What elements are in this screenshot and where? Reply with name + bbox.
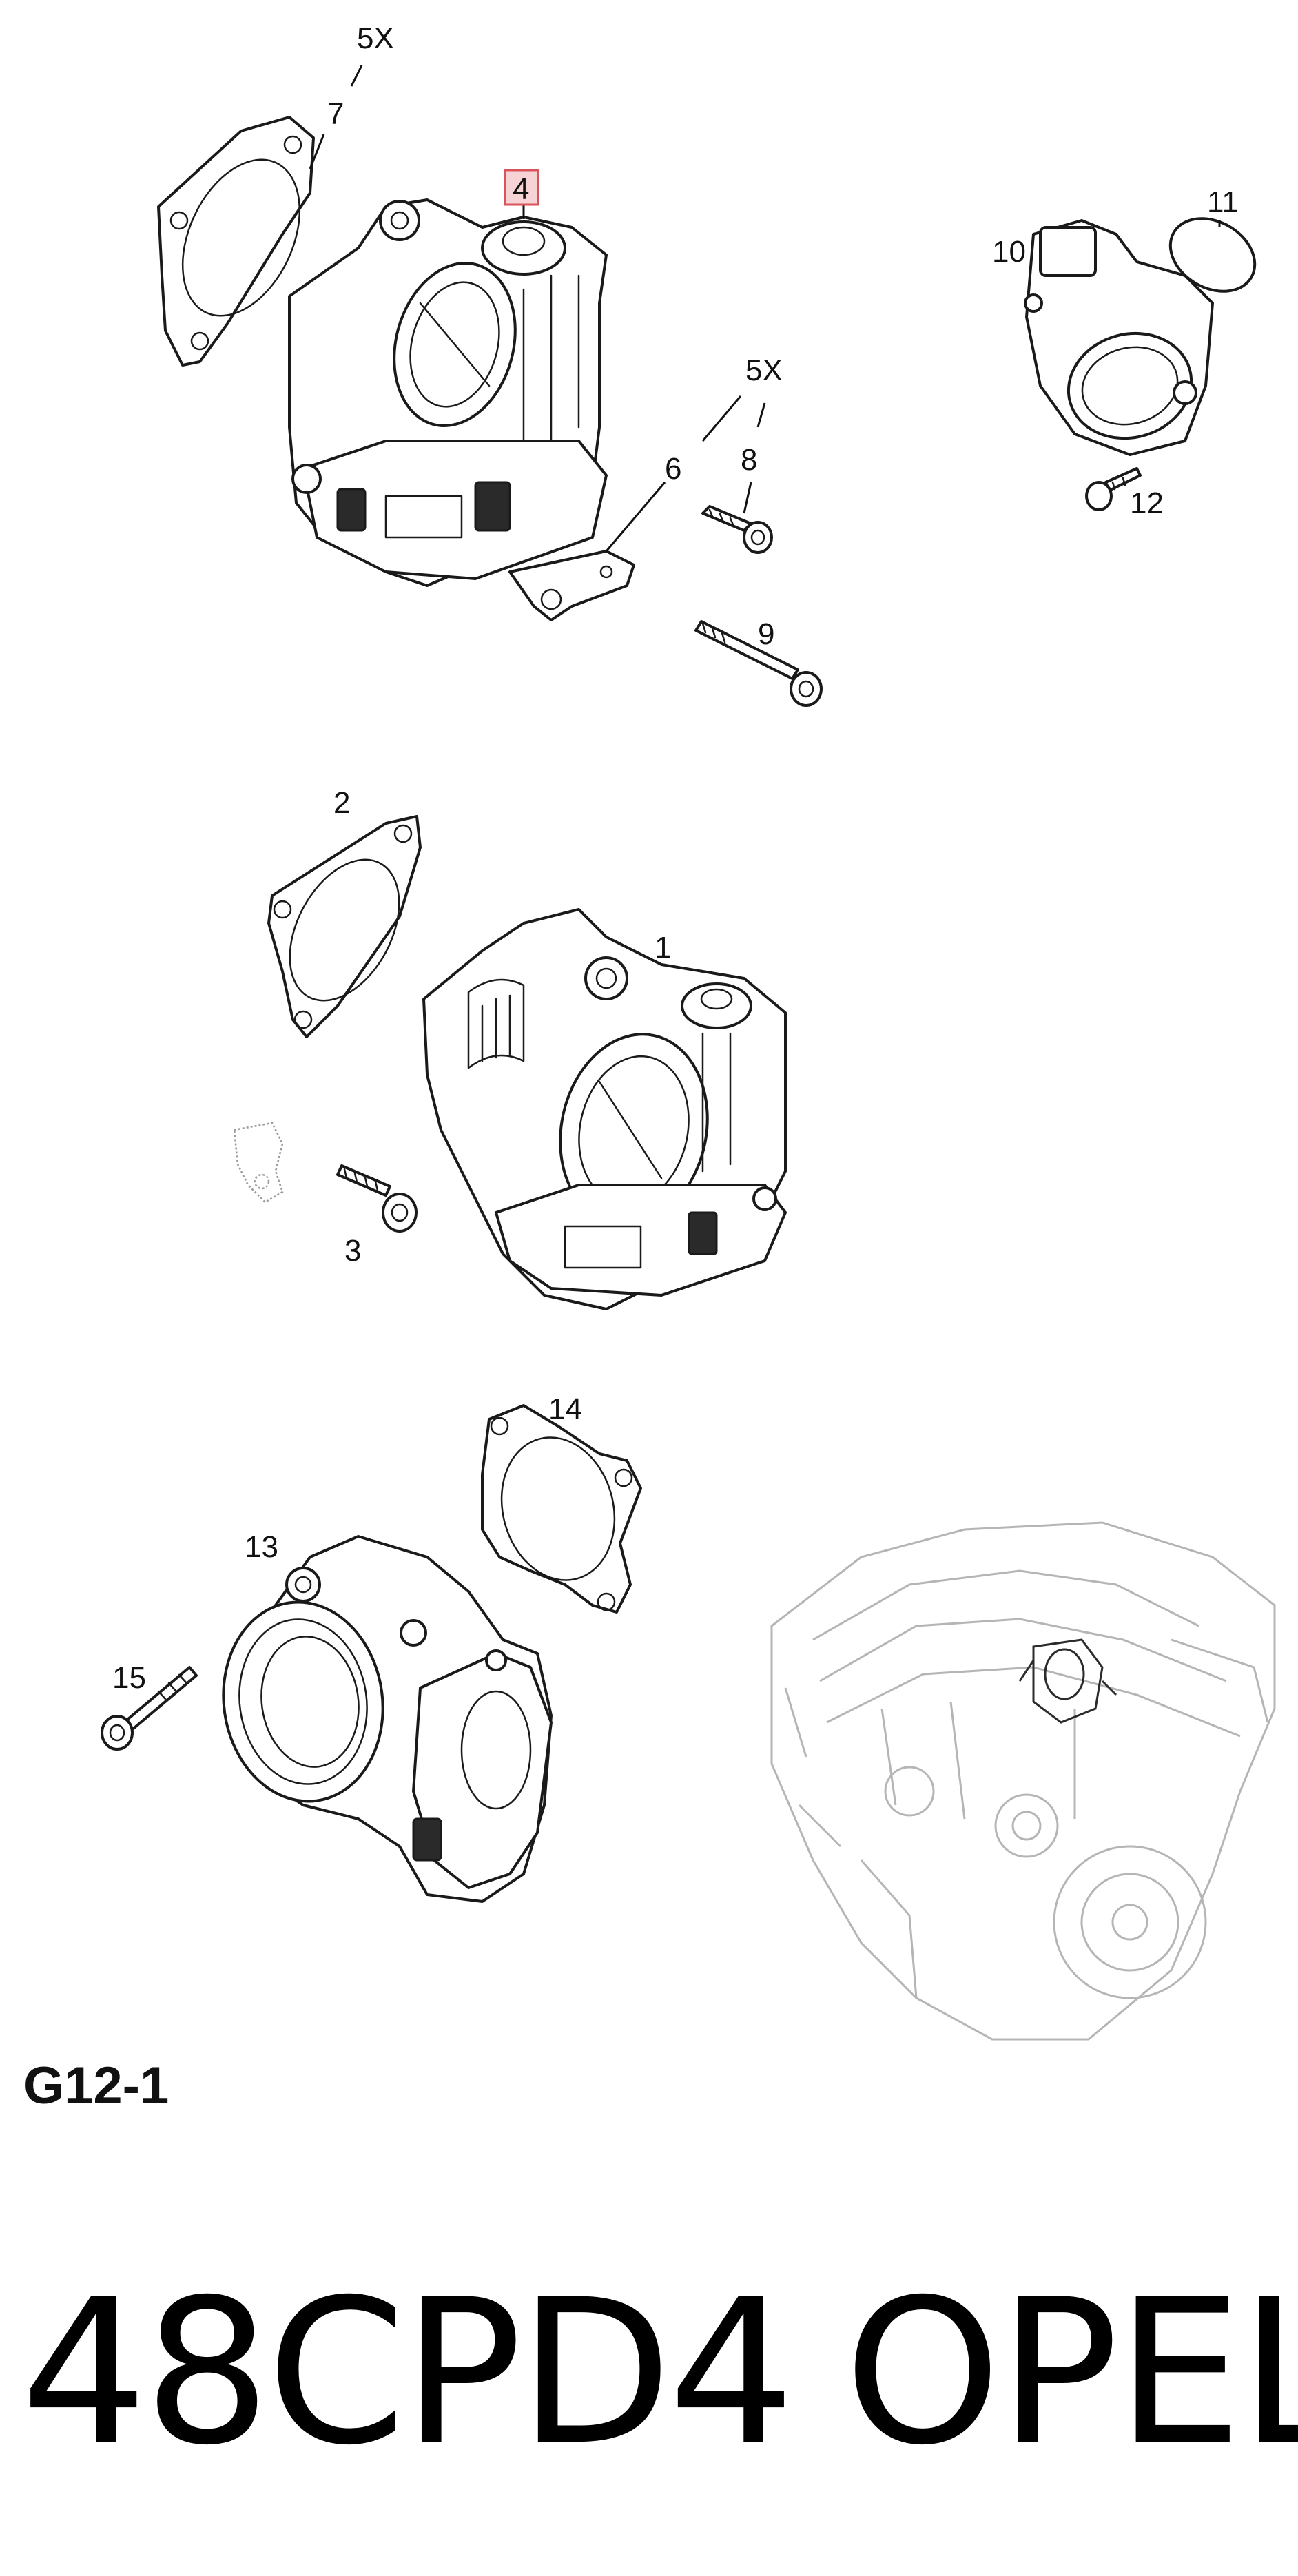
bolt-15 <box>101 1666 198 1751</box>
callout-7: 7 <box>327 97 344 131</box>
gasket-7 <box>157 116 315 367</box>
callout-1: 1 <box>655 931 671 965</box>
callout-10: 10 <box>992 235 1026 269</box>
bracket-ghost <box>233 1122 284 1204</box>
leader-6 <box>605 482 666 552</box>
callout-5x-b: 5X <box>745 353 783 387</box>
leader-5x-b <box>701 395 742 442</box>
callout-3: 3 <box>344 1234 361 1268</box>
o-ring-11 <box>1168 217 1257 293</box>
callout-4: 4 <box>513 172 529 206</box>
leader-5x-a <box>350 65 363 87</box>
footer-brand: OPEL <box>844 2257 1298 2489</box>
callout-13: 13 <box>245 1530 278 1564</box>
throttle-body-4 <box>288 198 608 587</box>
section-code: G12-1 <box>23 2057 169 2115</box>
callout-5x-a: 5X <box>357 21 394 55</box>
gasket-2 <box>267 815 422 1038</box>
leader-5x-b2 <box>756 402 766 428</box>
throttle-body-13 <box>222 1535 553 1903</box>
bolt-9 <box>694 620 823 707</box>
engine-locator <box>770 1521 1276 2041</box>
callout-9: 9 <box>758 617 774 651</box>
callout-2: 2 <box>333 786 350 820</box>
callout-14: 14 <box>548 1392 582 1426</box>
callout-12: 12 <box>1130 486 1164 520</box>
callout-11: 11 <box>1207 185 1239 219</box>
bolt-12 <box>1085 467 1142 511</box>
bracket-6 <box>508 550 635 621</box>
callout-15: 15 <box>112 1661 146 1695</box>
leader-7 <box>309 134 325 169</box>
callout-4-highlight: 4 <box>504 169 539 206</box>
callout-6: 6 <box>665 452 681 486</box>
engine-highlight <box>1018 1638 1117 1724</box>
footer-model-code: 48CPD4 <box>21 2257 795 2489</box>
throttle-body-10 <box>1024 219 1214 456</box>
gasket-14 <box>481 1404 642 1614</box>
leader-8 <box>743 482 752 514</box>
throttle-body-1 <box>422 908 787 1310</box>
callout-8: 8 <box>741 443 757 477</box>
bolt-3 <box>336 1164 418 1233</box>
bolt-8 <box>701 505 773 554</box>
